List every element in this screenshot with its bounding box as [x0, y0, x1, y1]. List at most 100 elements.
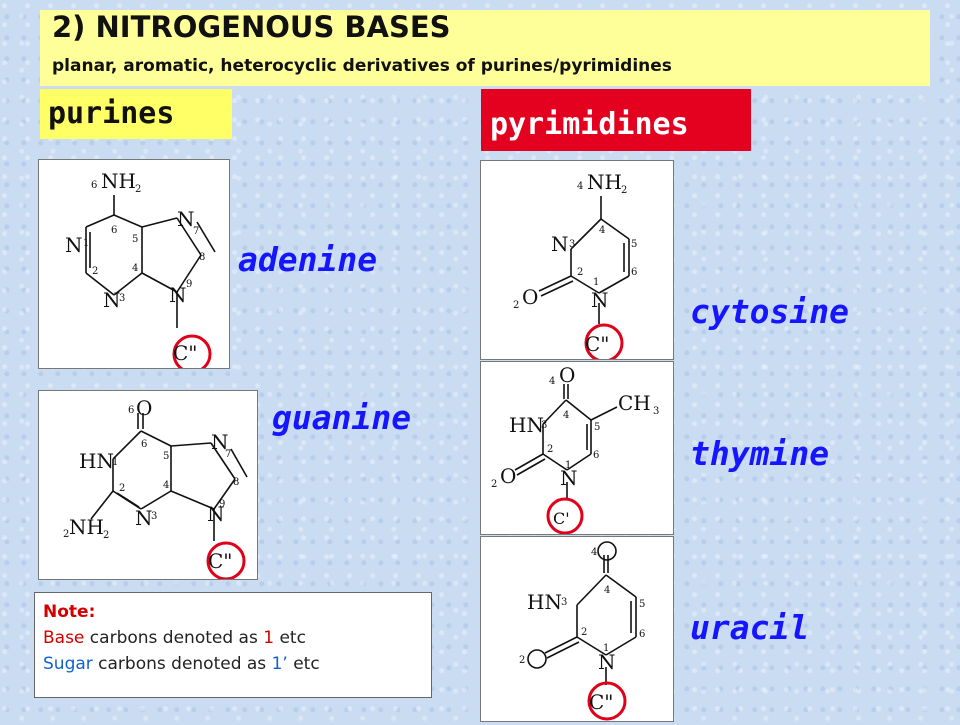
svg-text:N: N	[103, 288, 121, 312]
svg-text:2: 2	[547, 444, 553, 455]
svg-text:5: 5	[132, 234, 138, 245]
svg-text:2: 2	[103, 530, 109, 541]
svg-text:1: 1	[593, 277, 599, 288]
svg-text:8: 8	[233, 477, 239, 488]
note-box: Note: Base carbons denoted as 1 etc Suga…	[34, 592, 432, 698]
svg-text:NH: NH	[587, 170, 622, 194]
note-heading: Note:	[43, 602, 96, 622]
svg-text:1: 1	[603, 643, 609, 654]
svg-text:NH: NH	[69, 515, 104, 539]
svg-text:3: 3	[151, 511, 157, 522]
adenine-label: adenine	[238, 240, 378, 279]
title-band	[40, 10, 930, 86]
svg-text:HN: HN	[509, 413, 544, 437]
svg-text:C": C"	[585, 332, 610, 356]
svg-text:4: 4	[591, 547, 597, 558]
svg-text:NH: NH	[101, 169, 136, 193]
svg-text:5: 5	[631, 239, 637, 250]
svg-text:CH: CH	[618, 391, 651, 415]
svg-text:N: N	[177, 207, 195, 231]
page-title: 2) NITROGENOUS BASES	[52, 10, 451, 44]
page-subtitle: planar, aromatic, heterocyclic derivativ…	[52, 56, 672, 76]
svg-text:3: 3	[119, 293, 125, 304]
svg-text:6: 6	[91, 180, 97, 191]
pyrimidines-label: pyrimidines	[481, 89, 751, 151]
svg-text:7: 7	[193, 226, 199, 237]
svg-text:3: 3	[653, 406, 659, 417]
svg-text:N: N	[65, 233, 83, 257]
svg-text:4: 4	[132, 263, 138, 274]
svg-text:4: 4	[604, 585, 610, 596]
svg-text:6: 6	[631, 267, 637, 278]
svg-text:6: 6	[639, 629, 645, 640]
svg-text:5: 5	[163, 451, 169, 462]
svg-text:2: 2	[577, 267, 583, 278]
svg-text:4: 4	[563, 410, 569, 421]
svg-text:C": C"	[208, 549, 233, 573]
svg-text:6: 6	[111, 225, 117, 236]
svg-text:2: 2	[581, 627, 587, 638]
uracil-label: uracil	[690, 608, 810, 647]
svg-text:6: 6	[128, 405, 134, 416]
svg-text:7: 7	[225, 449, 231, 460]
svg-text:C': C'	[553, 509, 570, 528]
svg-text:1: 1	[112, 457, 118, 468]
svg-text:4: 4	[599, 225, 605, 236]
svg-text:HN: HN	[79, 449, 114, 473]
svg-text:O: O	[136, 396, 152, 420]
svg-text:4: 4	[549, 376, 555, 387]
svg-text:2: 2	[119, 483, 125, 494]
svg-text:N: N	[135, 506, 153, 530]
svg-text:4: 4	[163, 480, 169, 491]
note-line-sugar: Sugar carbons denoted as 1’ etc	[43, 654, 320, 674]
svg-text:3: 3	[561, 597, 567, 608]
svg-text:5: 5	[594, 422, 600, 433]
svg-text:O: O	[500, 464, 516, 488]
svg-text:N: N	[551, 232, 569, 256]
svg-text:N: N	[560, 466, 578, 490]
svg-text:2: 2	[491, 479, 497, 490]
svg-text:8: 8	[199, 252, 205, 263]
svg-text:2: 2	[519, 655, 525, 666]
svg-text:2: 2	[92, 266, 98, 277]
svg-text:O: O	[522, 285, 538, 309]
svg-text:6: 6	[593, 450, 599, 461]
svg-text:C": C"	[589, 690, 614, 714]
svg-text:N: N	[207, 502, 225, 526]
svg-text:5: 5	[639, 599, 645, 610]
svg-text:N: N	[598, 650, 616, 674]
svg-text:O: O	[559, 363, 575, 387]
svg-text:2: 2	[135, 184, 141, 195]
svg-text:4: 4	[577, 181, 583, 192]
svg-text:1: 1	[83, 238, 89, 249]
svg-text:9: 9	[186, 279, 192, 290]
svg-text:N: N	[591, 288, 609, 312]
svg-text:N: N	[211, 430, 229, 454]
svg-text:1: 1	[565, 460, 571, 471]
svg-text:C": C"	[173, 341, 198, 365]
svg-text:2: 2	[621, 185, 627, 196]
thymine-label: thymine	[690, 434, 830, 473]
svg-text:3: 3	[541, 420, 547, 431]
svg-text:HN: HN	[527, 590, 562, 614]
svg-text:9: 9	[219, 499, 225, 510]
purines-label: purines	[40, 89, 232, 139]
svg-text:2: 2	[513, 300, 519, 311]
note-line-base: Base carbons denoted as 1 etc	[43, 628, 306, 648]
svg-text:3: 3	[569, 239, 575, 250]
guanine-label: guanine	[272, 398, 412, 437]
svg-text:6: 6	[141, 439, 147, 450]
cytosine-label: cytosine	[690, 292, 849, 331]
svg-text:2: 2	[63, 529, 69, 540]
svg-text:N: N	[169, 283, 187, 307]
